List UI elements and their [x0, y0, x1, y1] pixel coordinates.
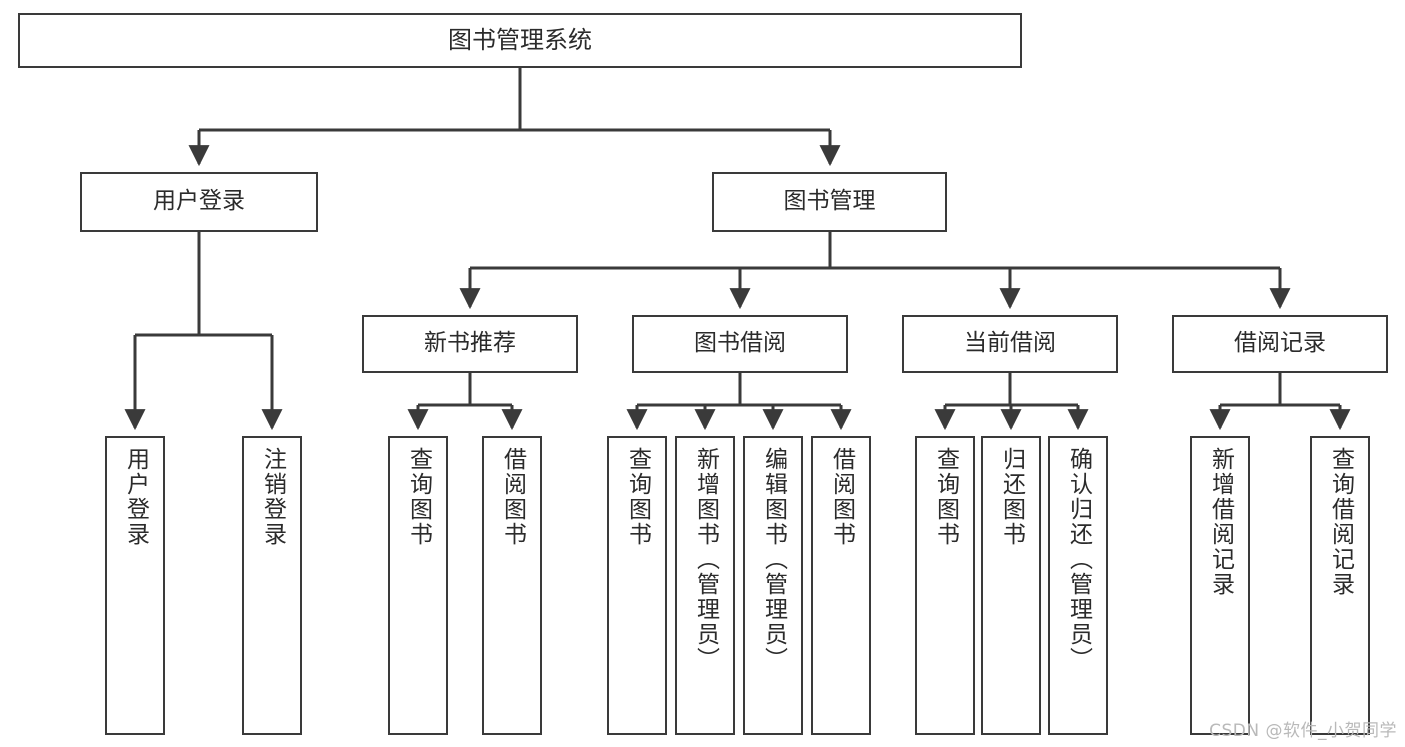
node-leaf-query-book-3[interactable]: 查询图书: [915, 436, 975, 735]
node-leaf-add-record[interactable]: 新增借阅记录: [1190, 436, 1250, 735]
node-new-book-recommend-label: 新书推荐: [424, 330, 516, 357]
node-leaf-return-book[interactable]: 归还图书: [981, 436, 1041, 735]
node-leaf-logout-label: 注销登录: [259, 447, 286, 547]
node-leaf-query-book-2-label: 查询图书: [624, 447, 651, 547]
node-leaf-borrow-book-1-label: 借阅图书: [499, 447, 526, 547]
node-root[interactable]: 图书管理系统: [18, 13, 1022, 68]
node-leaf-edit-book-label: 编辑图书（管理员）: [760, 447, 787, 672]
node-current-borrow-label: 当前借阅: [964, 330, 1056, 357]
node-book-manage-label: 图书管理: [783, 188, 876, 215]
node-leaf-query-record-label: 查询借阅记录: [1327, 447, 1354, 597]
node-new-book-recommend[interactable]: 新书推荐: [362, 315, 578, 373]
node-user-login[interactable]: 用户登录: [80, 172, 318, 232]
watermark-text: CSDN @软件_小贺同学: [1209, 721, 1397, 741]
node-book-manage[interactable]: 图书管理: [712, 172, 947, 232]
node-leaf-user-login[interactable]: 用户登录: [105, 436, 165, 735]
node-leaf-logout[interactable]: 注销登录: [242, 436, 302, 735]
node-leaf-borrow-book-2-label: 借阅图书: [828, 447, 855, 547]
node-leaf-confirm-return[interactable]: 确认归还（管理员）: [1048, 436, 1108, 735]
node-leaf-query-book-3-label: 查询图书: [932, 447, 959, 547]
node-leaf-query-book-2[interactable]: 查询图书: [607, 436, 667, 735]
node-book-borrow[interactable]: 图书借阅: [632, 315, 848, 373]
node-leaf-borrow-book-1[interactable]: 借阅图书: [482, 436, 542, 735]
node-leaf-user-login-label: 用户登录: [122, 447, 149, 547]
node-borrow-record[interactable]: 借阅记录: [1172, 315, 1388, 373]
node-leaf-query-book-1[interactable]: 查询图书: [388, 436, 448, 735]
node-user-login-label: 用户登录: [153, 188, 245, 215]
node-leaf-edit-book[interactable]: 编辑图书（管理员）: [743, 436, 803, 735]
node-root-label: 图书管理系统: [448, 26, 592, 55]
node-leaf-query-book-1-label: 查询图书: [405, 447, 432, 547]
node-leaf-add-book-label: 新增图书（管理员）: [692, 447, 719, 672]
node-leaf-return-book-label: 归还图书: [998, 447, 1025, 547]
node-book-borrow-label: 图书借阅: [694, 330, 786, 357]
node-leaf-confirm-return-label: 确认归还（管理员）: [1065, 447, 1092, 672]
node-leaf-query-record[interactable]: 查询借阅记录: [1310, 436, 1370, 735]
node-current-borrow[interactable]: 当前借阅: [902, 315, 1118, 373]
node-leaf-add-book[interactable]: 新增图书（管理员）: [675, 436, 735, 735]
node-borrow-record-label: 借阅记录: [1234, 330, 1326, 357]
node-leaf-borrow-book-2[interactable]: 借阅图书: [811, 436, 871, 735]
node-leaf-add-record-label: 新增借阅记录: [1207, 447, 1234, 597]
